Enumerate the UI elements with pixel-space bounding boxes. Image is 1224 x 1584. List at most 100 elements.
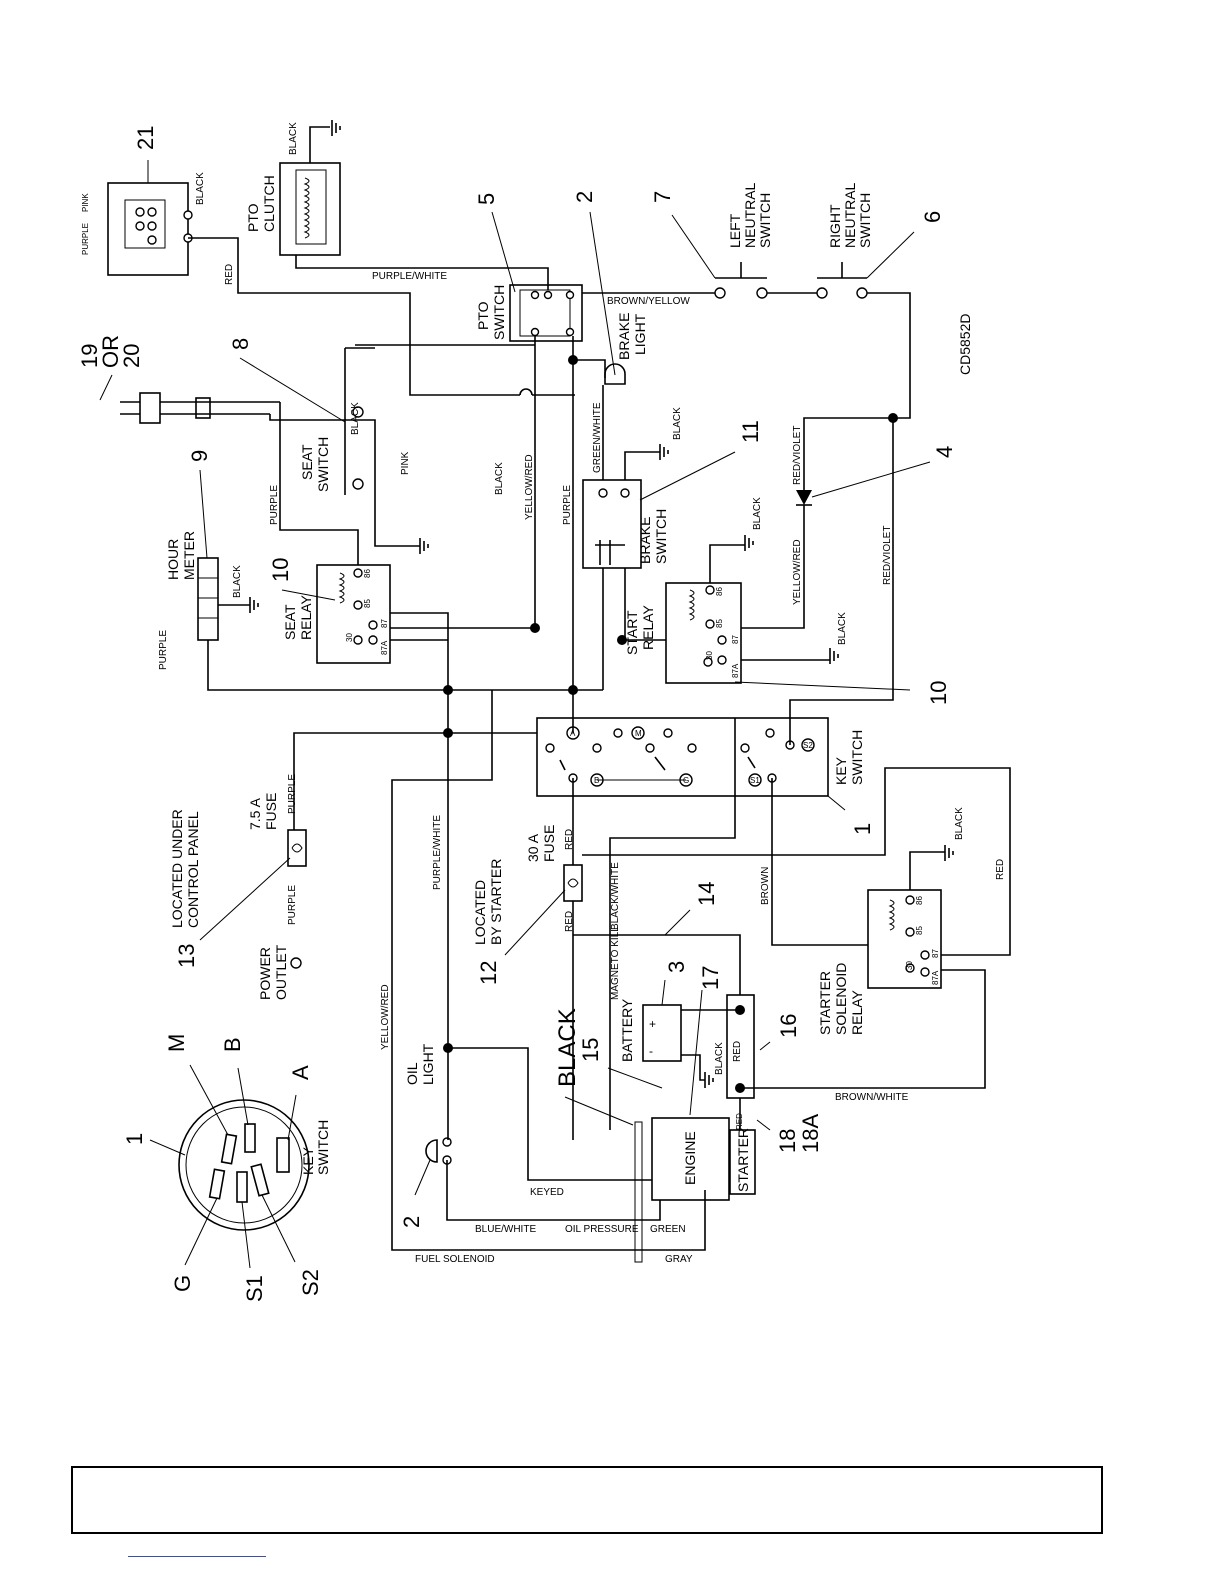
- svg-text:KEYED: KEYED: [530, 1187, 564, 1198]
- svg-text:30: 30: [705, 651, 714, 660]
- svg-text:HOUR: HOUR: [165, 539, 181, 580]
- callout-19: 19: [77, 344, 102, 368]
- callout-2-top: 2: [572, 191, 597, 203]
- svg-text:SEAT: SEAT: [299, 444, 315, 480]
- svg-text:S2: S2: [298, 1269, 323, 1296]
- callout-8: 8: [228, 338, 253, 350]
- svg-text:87: 87: [931, 949, 940, 958]
- svg-text:GREEN: GREEN: [650, 1224, 686, 1235]
- svg-text:SWITCH: SWITCH: [757, 193, 773, 248]
- svg-text:B: B: [594, 776, 599, 785]
- svg-text:CONTROL PANEL: CONTROL PANEL: [185, 811, 201, 928]
- svg-text:30 A: 30 A: [525, 833, 541, 862]
- svg-text:BROWN: BROWN: [760, 867, 771, 905]
- brake-light: BRAKE LIGHT: [604, 313, 648, 385]
- seat-relay: SEAT RELAY 86 85 87 87A 30: [282, 564, 391, 664]
- svg-text:B: B: [220, 1037, 245, 1052]
- svg-text:87A: 87A: [931, 970, 940, 985]
- callout-1-detail: 1: [122, 1133, 147, 1145]
- fuse-7-5a: 7.5 A FUSE PURPLE PURPLE LOCATED UNDER C…: [169, 774, 307, 1000]
- svg-text:S1: S1: [242, 1275, 267, 1302]
- svg-text:GRAY: GRAY: [665, 1254, 693, 1265]
- oil-light: OIL LIGHT: [404, 1043, 452, 1165]
- svg-text:BLACK: BLACK: [752, 497, 763, 530]
- svg-text:PURPLE: PURPLE: [158, 630, 169, 670]
- svg-text:RED/VIOLET: RED/VIOLET: [792, 426, 803, 485]
- diagram-code: CD5852D: [957, 314, 973, 375]
- svg-text:GREEN/WHITE: GREEN/WHITE: [592, 402, 603, 473]
- svg-text:PURPLE: PURPLE: [562, 485, 573, 525]
- key-switch-detail: M B A KEY SWITCH G S1 S2: [149, 1034, 331, 1302]
- svg-text:PINK: PINK: [400, 451, 411, 475]
- callout-numbers: 21 5 2 7 6 19 OR 20 8 9 11 4 10 10 1 13 …: [77, 126, 957, 1228]
- svg-text:BLACK: BLACK: [350, 402, 361, 435]
- svg-text:RIGHT: RIGHT: [827, 204, 843, 248]
- svg-text:SEAT: SEAT: [282, 604, 298, 640]
- svg-text:PURPLE/WHITE: PURPLE/WHITE: [432, 815, 443, 890]
- svg-text:METER: METER: [181, 531, 197, 580]
- wires: PURPLE/WHITE BROWN/YELLOW RED/VIOLET RED…: [188, 237, 1011, 1265]
- svg-text:S2: S2: [803, 741, 813, 750]
- battery: + - BATTERY: [619, 998, 682, 1062]
- pto-switch: PTO SWITCH: [475, 284, 583, 342]
- svg-text:ENGINE: ENGINE: [682, 1131, 698, 1185]
- component-19-20: [120, 392, 280, 424]
- callout-12: 12: [476, 961, 501, 985]
- svg-text:BRAKE: BRAKE: [616, 313, 632, 360]
- engine: ENGINE STARTER RED: [634, 1113, 756, 1263]
- svg-text:PURPLE: PURPLE: [81, 223, 90, 255]
- svg-text:86: 86: [915, 896, 924, 905]
- svg-text:86: 86: [715, 587, 724, 596]
- callout-6: 6: [920, 211, 945, 223]
- svg-text:PINK: PINK: [81, 193, 90, 212]
- svg-text:OIL: OIL: [404, 1062, 420, 1085]
- svg-text:RELAY: RELAY: [298, 594, 314, 640]
- svg-text:SOLENOID: SOLENOID: [833, 963, 849, 1035]
- svg-text:87: 87: [380, 619, 389, 628]
- callout-or: OR: [98, 335, 123, 368]
- svg-text:85: 85: [715, 619, 724, 628]
- svg-text:RED: RED: [564, 829, 575, 850]
- callout-10-right: 10: [926, 681, 951, 705]
- start-relay: START RELAY 86 85 87 87A 30 BLACK BLACK: [624, 497, 848, 684]
- svg-text:BRAKE: BRAKE: [637, 517, 653, 564]
- svg-text:KEY: KEY: [833, 756, 849, 785]
- component-21: PURPLE PINK BLACK RED: [81, 172, 235, 285]
- svg-text:PURPLE/WHITE: PURPLE/WHITE: [372, 271, 447, 282]
- footer-link-line[interactable]: [128, 1556, 266, 1557]
- callout-3: 3: [664, 961, 689, 973]
- svg-text:BLACK/WHITE: BLACK/WHITE: [610, 862, 621, 930]
- svg-text:LIGHT: LIGHT: [632, 313, 648, 355]
- svg-text:SWITCH: SWITCH: [653, 509, 669, 564]
- callout-17: 17: [698, 966, 723, 990]
- svg-text:30: 30: [905, 961, 914, 970]
- callout-16: 16: [776, 1014, 801, 1038]
- svg-text:BLACK: BLACK: [494, 462, 505, 495]
- svg-text:G: G: [683, 776, 689, 785]
- callout-13: 13: [174, 944, 199, 968]
- svg-text:BLACK: BLACK: [232, 565, 243, 598]
- svg-text:FUEL SOLENOID: FUEL SOLENOID: [415, 1254, 495, 1265]
- svg-text:LIGHT: LIGHT: [420, 1043, 436, 1085]
- callout-18: 18: [775, 1129, 800, 1153]
- svg-text:7.5 A: 7.5 A: [247, 797, 263, 830]
- hour-meter: HOUR METER BLACK PURPLE: [158, 531, 259, 670]
- svg-text:YELLOW/RED: YELLOW/RED: [524, 454, 535, 520]
- svg-text:NEUTRAL: NEUTRAL: [842, 182, 858, 248]
- callout-1-keyswitch: 1: [850, 823, 875, 835]
- svg-text:START: START: [624, 610, 640, 655]
- svg-text:PURPLE: PURPLE: [269, 485, 280, 525]
- svg-text:YELLOW/RED: YELLOW/RED: [380, 984, 391, 1050]
- fuse-30a: 30 A FUSE LOCATED BY STARTER RED RED: [472, 825, 583, 945]
- svg-text:STARTER: STARTER: [817, 971, 833, 1035]
- svg-text:BROWN/YELLOW: BROWN/YELLOW: [607, 296, 690, 307]
- starter-solenoid-relay: 86 85 87 87A 30 STARTER SOLENOID RELAY B…: [817, 807, 1006, 1035]
- svg-text:87A: 87A: [380, 640, 389, 655]
- svg-text:LOCATED UNDER: LOCATED UNDER: [169, 809, 185, 928]
- footer-box: [71, 1466, 1103, 1534]
- svg-text:LOCATED: LOCATED: [472, 880, 488, 945]
- svg-text:KEY: KEY: [300, 1146, 316, 1175]
- svg-text:PURPLE: PURPLE: [287, 774, 298, 814]
- svg-text:A: A: [570, 729, 576, 738]
- svg-text:PTO: PTO: [245, 203, 261, 232]
